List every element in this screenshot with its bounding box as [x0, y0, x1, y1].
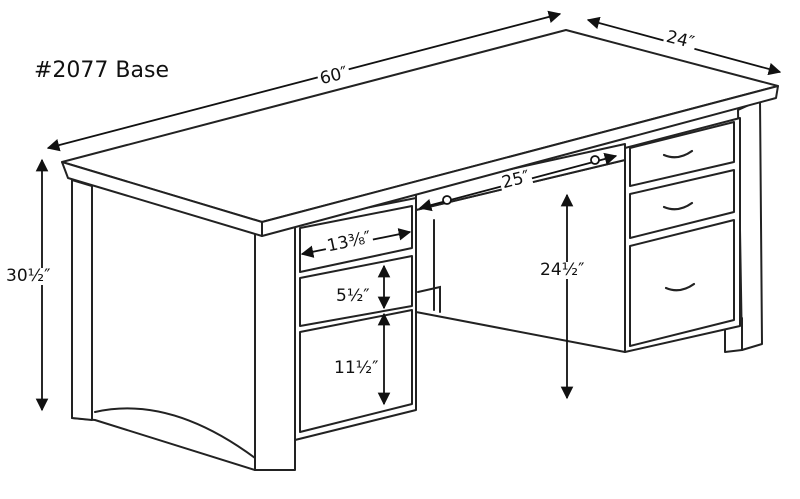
drawer-pull-icon [662, 149, 694, 159]
drawer-large-height-label: 11½″ [332, 358, 381, 378]
width-dimension-arrow [46, 10, 562, 152]
drawer-pull-icon [662, 201, 694, 211]
right-pedestal-side [737, 99, 763, 351]
right-drawer-file [629, 219, 735, 347]
left-front-leg [254, 223, 296, 471]
keyhole-icon [590, 155, 600, 165]
right-drawer-top [629, 121, 735, 187]
drawer-small-height-label: 5½″ [334, 286, 372, 306]
drawer-pull-icon [664, 282, 696, 292]
model-title: #2077 Base [34, 58, 169, 83]
height-label: 30½″ [4, 266, 53, 286]
right-drawer-middle [629, 169, 735, 239]
keyhole-icon [442, 195, 452, 205]
kneehole-height-label: 24½″ [538, 260, 587, 280]
modesty-rail [417, 285, 441, 313]
left-back-leg [71, 179, 93, 421]
end-panel-arch [94, 407, 256, 459]
